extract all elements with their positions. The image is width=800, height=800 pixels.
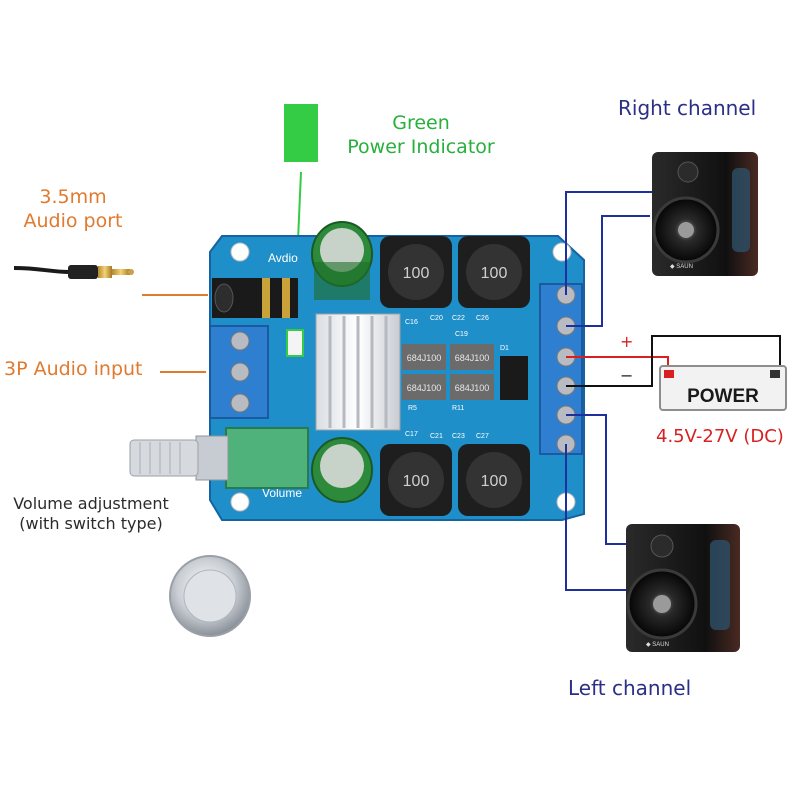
silkscreen-audio: Avdio [268, 251, 298, 265]
svg-text:684J100: 684J100 [455, 383, 490, 393]
volume-label-line1: Volume adjustment [13, 494, 169, 513]
svg-text:100: 100 [403, 473, 430, 490]
diode [500, 356, 528, 400]
volume-potentiometer [129, 427, 309, 489]
audio-input-label: 3P Audio input [4, 358, 143, 380]
component-ref: D1 [500, 345, 509, 352]
component-ref: C19 [455, 331, 468, 338]
component-ref: C16 [405, 319, 418, 326]
silkscreen-volume: Volume [262, 486, 302, 500]
volume-label-line2: (with switch type) [19, 514, 163, 533]
svg-text:684J100: 684J100 [407, 353, 442, 363]
audio-input-terminal [209, 325, 269, 419]
component-ref: R5 [408, 405, 417, 412]
component-ref: C26 [476, 315, 489, 322]
audio-port-label-line2: Audio port [23, 209, 123, 232]
svg-text:POWER: POWER [687, 386, 759, 407]
inductor: 100 [380, 236, 452, 308]
component-ref: C23 [452, 433, 465, 440]
green-indicator-label: Green Power Indicator [336, 112, 506, 160]
heatsink [315, 313, 401, 431]
minus-sign: − [620, 366, 634, 385]
volume-label: Volume adjustment (with switch type) [6, 494, 176, 534]
left-channel-label: Left channel [568, 676, 692, 700]
power-positive-wire [566, 356, 669, 366]
right-channel-label: Right channel [618, 96, 757, 120]
svg-text:684J100: 684J100 [455, 353, 490, 363]
film-capacitor: 684J100 [402, 374, 446, 400]
inductor: 100 [458, 236, 530, 308]
audio-port-label: 3.5mm Audio port [18, 186, 128, 234]
component-ref: R11 [452, 405, 464, 412]
right-speaker-icon: ◆ SAUN [652, 152, 758, 276]
component-ref: C21 [430, 433, 443, 440]
film-capacitor: 684J100 [450, 374, 494, 400]
right-channel-wire [565, 191, 668, 295]
film-capacitor: 684J100 [402, 344, 446, 370]
audio-cable-icon [13, 265, 134, 279]
electrolytic-capacitor [311, 221, 373, 300]
left-channel-wire [566, 414, 636, 545]
battery-icon: POWER [659, 365, 787, 411]
green-indicator-label-line1: Green [392, 112, 450, 134]
svg-text:684J100: 684J100 [407, 383, 442, 393]
svg-text:100: 100 [481, 473, 508, 490]
output-terminal-block [539, 283, 583, 455]
plus-sign: + [620, 332, 634, 351]
mount-hole [552, 242, 572, 262]
green-indicator-label-line2: Power Indicator [347, 135, 495, 158]
green-indicator-swatch [284, 104, 318, 162]
left-channel-wire [565, 444, 636, 591]
volume-knob-icon [169, 555, 251, 637]
svg-text:◆ SAUN: ◆ SAUN [646, 642, 669, 648]
right-channel-wire [566, 215, 650, 327]
electrolytic-capacitor [311, 437, 373, 503]
supply-voltage-label: 4.5V-27V (DC) [656, 426, 784, 447]
inductor: 100 [380, 444, 452, 516]
component-ref: C27 [476, 433, 489, 440]
component-ref: C22 [452, 315, 465, 322]
mount-hole [230, 242, 250, 262]
film-capacitor: 684J100 [450, 344, 494, 370]
inductor: 100 [458, 444, 530, 516]
mount-hole [230, 492, 250, 512]
svg-text:100: 100 [403, 265, 430, 282]
audio-port-label-line1: 3.5mm [39, 186, 107, 208]
component-ref: C20 [430, 315, 443, 322]
power-negative-wire [566, 335, 781, 387]
svg-text:◆ SAUN: ◆ SAUN [670, 264, 693, 270]
left-speaker-icon: ◆ SAUN [626, 524, 740, 652]
power-led [286, 329, 304, 357]
svg-text:100: 100 [481, 265, 508, 282]
component-ref: C17 [405, 431, 418, 438]
